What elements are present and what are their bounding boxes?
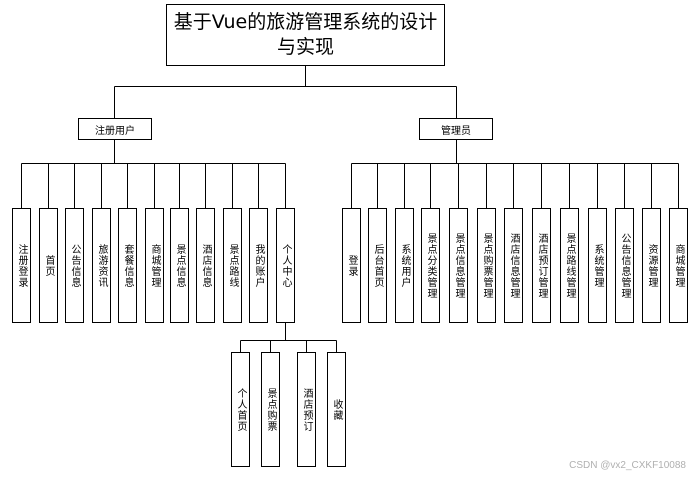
- node-ticket-mgmt: 景点购票管理: [477, 208, 496, 323]
- node-admin-mall-mgmt: 商城管理: [669, 208, 688, 323]
- node-admin-login: 登录: [342, 208, 361, 323]
- node-label: 系统用户: [399, 243, 410, 288]
- node-hotel-info: 酒店信息: [196, 208, 215, 323]
- node-ticket-purchase: 景点购票: [261, 352, 280, 467]
- node-label: 景点购票: [265, 387, 276, 432]
- node-hotel-info-mgmt: 酒店信息管理: [504, 208, 523, 323]
- node-label: 个人首页: [235, 387, 246, 432]
- node-label: 景点分类管理: [425, 232, 436, 299]
- node-scenic-route: 景点路线: [223, 208, 242, 323]
- node-label: 酒店信息管理: [508, 232, 519, 299]
- node-favorites: 收藏: [327, 352, 346, 467]
- node-package-info: 套餐信息: [118, 208, 137, 323]
- node-label: 登录: [346, 254, 357, 277]
- node-personal-home: 个人首页: [231, 352, 250, 467]
- watermark: CSDN @vx2_CXKF10088: [569, 460, 686, 471]
- node-announcement-mgmt: 公告信息管理: [615, 208, 634, 323]
- node-mall-management: 商城管理: [145, 208, 164, 323]
- node-label: 酒店预订管理: [536, 232, 547, 299]
- node-hotel-booking: 酒店预订: [297, 352, 316, 467]
- node-label: 公告信息: [69, 243, 80, 288]
- node-label: 景点路线管理: [564, 232, 575, 299]
- node-label: 商城管理: [149, 243, 160, 288]
- node-label: 后台首页: [372, 243, 383, 288]
- node-system-users: 系统用户: [395, 208, 414, 323]
- node-label: 景点信息: [174, 243, 185, 288]
- node-scenic-info-mgmt: 景点信息管理: [449, 208, 468, 323]
- node-hotel-booking-mgmt: 酒店预订管理: [532, 208, 551, 323]
- node-home: 首页: [39, 208, 58, 323]
- node-label: 我的账户: [253, 243, 264, 288]
- node-label: 景点信息管理: [453, 232, 464, 299]
- node-label: 酒店预订: [301, 387, 312, 432]
- node-system-mgmt: 系统管理: [588, 208, 607, 323]
- node-admin-home: 后台首页: [368, 208, 387, 323]
- category-administrator: 管理员: [419, 118, 493, 140]
- node-my-account: 我的账户: [249, 208, 268, 323]
- node-label: 系统管理: [592, 243, 603, 288]
- node-label: 景点路线: [227, 243, 238, 288]
- node-travel-news: 旅游资讯: [92, 208, 111, 323]
- node-label: 酒店信息: [200, 243, 211, 288]
- node-resource-mgmt: 资源管理: [642, 208, 661, 323]
- node-label: 套餐信息: [122, 243, 133, 288]
- node-label: 收藏: [331, 398, 342, 421]
- node-label: 旅游资讯: [96, 243, 107, 288]
- node-label: 资源管理: [646, 243, 657, 288]
- node-label: 首页: [43, 254, 54, 277]
- node-scenic-category-mgmt: 景点分类管理: [421, 208, 440, 323]
- node-scenic-info: 景点信息: [170, 208, 189, 323]
- node-label: 商城管理: [673, 243, 684, 288]
- category-registered-user: 注册用户: [78, 118, 152, 140]
- node-register-login: 注册登录: [12, 208, 31, 323]
- diagram-title: 基于Vue的旅游管理系统的设计与实现: [166, 4, 445, 66]
- node-label: 公告信息管理: [619, 232, 630, 299]
- node-label: 个人中心: [280, 243, 291, 288]
- node-scenic-route-mgmt: 景点路线管理: [560, 208, 579, 323]
- node-announcement-info: 公告信息: [65, 208, 84, 323]
- node-label: 景点购票管理: [481, 232, 492, 299]
- node-label: 注册登录: [16, 243, 27, 288]
- node-personal-center: 个人中心: [276, 208, 295, 323]
